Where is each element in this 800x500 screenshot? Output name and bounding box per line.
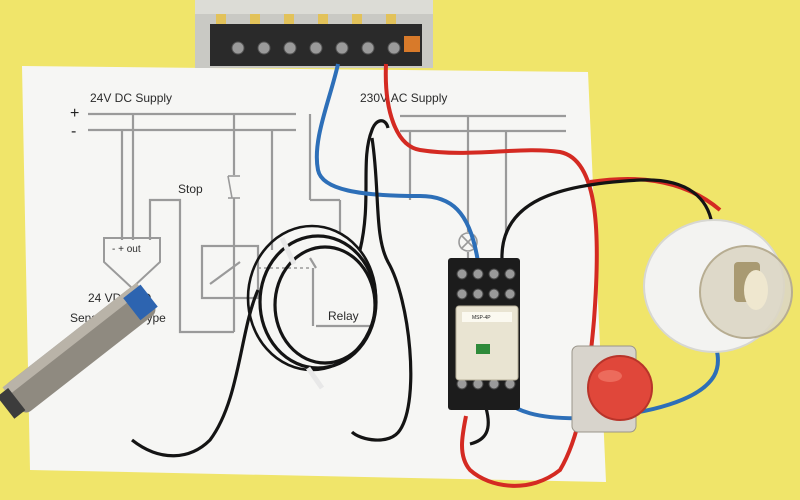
wire-blue-main bbox=[314, 63, 480, 263]
minus-symbol: - bbox=[71, 123, 76, 140]
wiring-diagram bbox=[88, 112, 566, 334]
ac-supply-label: 230V AC Supply bbox=[360, 91, 447, 105]
wire-black-relay-base bbox=[469, 407, 490, 446]
wire-red-main bbox=[383, 63, 599, 488]
relay-module: MSP-4P bbox=[448, 258, 520, 410]
wire-black-relay bbox=[350, 137, 413, 442]
plus-symbol: + bbox=[70, 105, 79, 122]
wire-black-lamp bbox=[500, 178, 714, 261]
relay-label: Relay bbox=[328, 309, 359, 323]
lamp-holder bbox=[643, 219, 793, 353]
cable-tie-white bbox=[279, 236, 325, 390]
dc-supply-label: 24V DC Supply bbox=[90, 91, 172, 105]
sensor-symbol bbox=[103, 237, 161, 290]
stop-switch-symbol bbox=[227, 175, 240, 199]
sensor-cable-coil bbox=[131, 119, 390, 458]
sensor-pins-label: - + out bbox=[112, 244, 141, 255]
push-button bbox=[571, 345, 653, 433]
relay-model-text: MSP-4P bbox=[472, 315, 491, 321]
power-supply-unit bbox=[195, 0, 433, 68]
wire-blue-lamp bbox=[496, 333, 720, 421]
stop-label: Stop bbox=[178, 182, 203, 196]
proximity-sensor bbox=[0, 282, 158, 419]
